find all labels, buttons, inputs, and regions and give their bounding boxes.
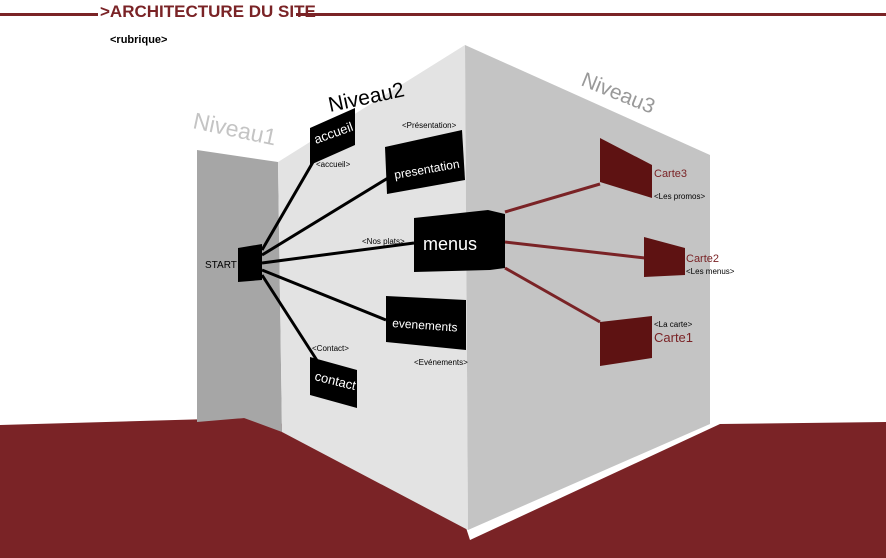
node-presentation-box xyxy=(385,130,465,194)
node-carte3-label: Carte3 xyxy=(654,168,687,180)
start-box xyxy=(238,244,262,282)
node-carte1-label: Carte1 xyxy=(654,330,693,345)
node-presentation-tag: <Présentation> xyxy=(402,121,457,130)
header-rule-right xyxy=(296,13,886,16)
page-title: >ARCHITECTURE DU SITE xyxy=(100,2,316,21)
connector-menus xyxy=(261,241,415,265)
node-carte3[interactable]: Carte3 <Les promos> xyxy=(600,138,705,201)
node-evenements-tag: <Evénements> xyxy=(414,358,468,367)
node-menus-label: menus xyxy=(423,234,477,254)
wall-niveau1 xyxy=(197,150,282,432)
connectors-level2 xyxy=(260,149,415,363)
node-evenements-label: evenements xyxy=(392,316,458,335)
connector-carte3 xyxy=(504,182,601,214)
node-carte1-tag: <La carte> xyxy=(654,320,693,329)
node-contact[interactable]: contact <Contact> xyxy=(310,344,358,408)
node-carte2-box xyxy=(644,237,685,277)
node-carte2-label: Carte2 xyxy=(686,253,719,265)
start-label: START xyxy=(205,260,237,271)
connector-carte2 xyxy=(504,240,646,260)
node-carte3-tag: <Les promos> xyxy=(654,192,705,201)
node-presentation[interactable]: presentation <Présentation> xyxy=(385,121,465,194)
header-rule-left xyxy=(0,13,98,16)
node-menus-tag: <Nos plats> xyxy=(362,237,405,246)
connector-evenements xyxy=(261,268,387,322)
node-carte1-box xyxy=(600,316,652,366)
node-evenements-box xyxy=(386,296,466,350)
connector-presentation xyxy=(261,176,389,257)
node-accueil-tag: <accueil> xyxy=(316,160,351,169)
node-contact-tag: <Contact> xyxy=(312,344,349,353)
node-carte2-tag: <Les menus> xyxy=(686,267,735,276)
level-label-niveau1: Niveau1 xyxy=(191,107,279,150)
section-header: >ARCHITECTURE DU SITE xyxy=(0,0,886,30)
node-carte2[interactable]: Carte2 <Les menus> xyxy=(644,237,735,277)
start-node[interactable]: START xyxy=(205,244,262,282)
node-menus-box xyxy=(414,210,505,272)
node-contact-box xyxy=(310,357,357,408)
page-subtitle: <rubrique> xyxy=(110,34,168,46)
connector-contact xyxy=(260,274,320,363)
node-menus[interactable]: menus <Nos plats> xyxy=(362,210,505,272)
connectors-level3 xyxy=(504,182,646,324)
node-accueil-box xyxy=(310,108,355,165)
connector-carte1 xyxy=(504,266,601,324)
node-evenements[interactable]: evenements <Evénements> xyxy=(386,296,468,367)
connector-accueil xyxy=(260,149,322,251)
node-carte1[interactable]: Carte1 <La carte> xyxy=(600,316,693,366)
node-accueil[interactable]: accueil <accueil> xyxy=(310,108,355,169)
node-carte3-box xyxy=(600,138,652,198)
